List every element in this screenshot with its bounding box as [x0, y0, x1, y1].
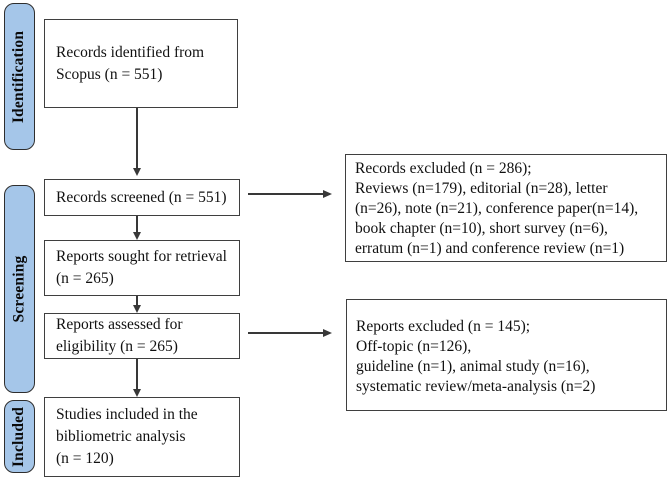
stage-screening: Screening — [4, 185, 35, 393]
arrowhead-down-icon — [133, 305, 141, 313]
box-text-line: bibliometric analysis — [56, 428, 186, 445]
box-text-line: systematic review/meta-analysis (n=2) — [356, 378, 596, 395]
box-text-line: Scopus (n = 551) — [56, 65, 163, 83]
stage-included-label: Included — [10, 406, 28, 467]
arrowhead-right-icon — [323, 329, 332, 337]
box-studies-included: Studies included in the bibliometric ana… — [44, 397, 240, 477]
arrowhead-down-icon — [133, 232, 141, 240]
box-text-line: Reports excluded (n = 145); — [356, 318, 531, 335]
box-records-identified: Records identified from Scopus (n = 551) — [44, 19, 238, 108]
stage-screening-label: Screening — [10, 255, 28, 323]
box-reports-sought: Reports sought for retrieval (n = 265) — [44, 240, 240, 296]
box-text-line: Records screened (n = 551) — [56, 188, 227, 206]
box-text-line: (n=26), note (n=21), conference paper(n=… — [355, 200, 639, 217]
box-text-line: guideline (n=1), animal study (n=16), — [356, 358, 590, 375]
box-text-line: (n = 120) — [56, 450, 114, 467]
box-text-line: book chapter (n=10), short survey (n=6), — [355, 220, 608, 237]
box-text-line: Records excluded (n = 286); — [355, 160, 532, 177]
stage-included: Included — [4, 400, 35, 473]
arrowhead-right-icon — [323, 190, 332, 198]
arrow-assessed-to-reports-excluded — [248, 332, 323, 334]
box-reports-excluded: Reports excluded (n = 145); Off-topic (n… — [346, 299, 667, 411]
box-text-line: Off-topic (n=126), — [356, 338, 472, 355]
arrow-identified-to-screened — [136, 108, 138, 168]
stage-identification-label: Identification — [10, 30, 28, 123]
arrow-sought-to-assessed — [136, 296, 138, 306]
stage-identification: Identification — [4, 3, 35, 150]
box-text-line: Reports sought for retrieval — [56, 248, 227, 265]
arrow-screened-to-sought — [136, 216, 138, 232]
box-text-line: (n = 265) — [56, 270, 114, 287]
box-records-excluded: Records excluded (n = 286); Reviews (n=1… — [345, 154, 667, 262]
box-records-screened: Records screened (n = 551) — [44, 179, 240, 216]
arrow-screened-to-records-excluded — [248, 193, 323, 195]
box-text-line: Reports assessed for — [56, 316, 183, 333]
arrowhead-down-icon — [133, 168, 141, 176]
box-text-line: Studies included in the — [56, 406, 198, 423]
box-text-line: Records identified from — [56, 43, 205, 61]
box-text-line: eligibility (n = 265) — [56, 338, 178, 355]
box-text-line: Reviews (n=179), editorial (n=28), lette… — [355, 180, 608, 197]
arrow-assessed-to-included — [136, 359, 138, 389]
box-reports-assessed: Reports assessed for eligibility (n = 26… — [44, 313, 240, 359]
box-text-line: erratum (n=1) and conference review (n=1… — [355, 240, 625, 257]
arrowhead-down-icon — [133, 389, 141, 397]
